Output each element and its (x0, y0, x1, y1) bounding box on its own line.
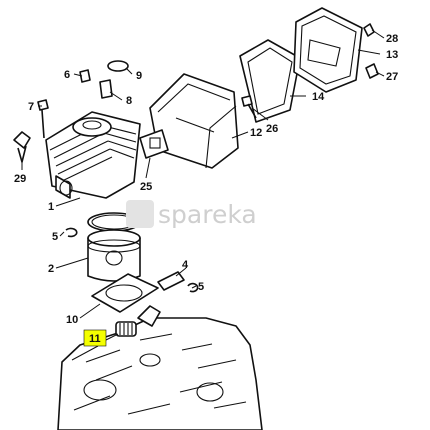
callout-5: 5 (52, 231, 58, 243)
callout-14: 14 (312, 91, 325, 103)
needle-cage (115, 321, 137, 337)
callout-8: 8 (126, 95, 132, 107)
callout-1: 1 (48, 201, 54, 213)
callout-25: 25 (140, 181, 152, 193)
callout-labels: 1 2 4 5 5 6 7 8 9 10 12 13 14 25 26 27 2… (14, 33, 398, 326)
callout-9: 9 (136, 70, 142, 82)
callout-2: 2 (48, 263, 54, 275)
decompression-valve (79, 69, 91, 83)
callout-4: 4 (182, 259, 189, 271)
callout-11: 11 (89, 333, 101, 345)
muffler-screw (241, 95, 257, 119)
piston-pin (157, 271, 185, 291)
callout-10: 10 (66, 314, 78, 326)
cover-screw-top (363, 23, 375, 37)
cylinder (45, 111, 141, 199)
callout-28: 28 (386, 33, 398, 45)
muffler-body (149, 73, 239, 169)
watermark-text: spareka (158, 200, 257, 229)
crankcase (57, 305, 263, 430)
callout-26: 26 (266, 123, 278, 135)
muffler-plate (239, 39, 301, 123)
callout-6: 6 (64, 69, 70, 81)
watermark: spareka (126, 200, 257, 229)
cover-screw-bottom (365, 63, 379, 79)
leader-lines (21, 29, 385, 361)
highlight-callout-11: 11 (83, 329, 107, 347)
spark-plug (13, 131, 31, 163)
callout-7: 7 (28, 101, 34, 113)
callout-5b: 5 (198, 281, 204, 293)
muffler-cover (293, 7, 363, 93)
highlight-box (83, 329, 107, 347)
muffler-gasket (139, 129, 169, 159)
callout-13: 13 (386, 49, 398, 61)
circlip (65, 227, 78, 238)
callout-27: 27 (386, 71, 398, 83)
plug-part (107, 60, 129, 72)
cylinder-screw (37, 99, 49, 139)
cylinder-gasket (91, 273, 159, 313)
sleeve-part (99, 79, 113, 99)
callout-29: 29 (14, 173, 26, 185)
callout-12: 12 (250, 127, 262, 139)
